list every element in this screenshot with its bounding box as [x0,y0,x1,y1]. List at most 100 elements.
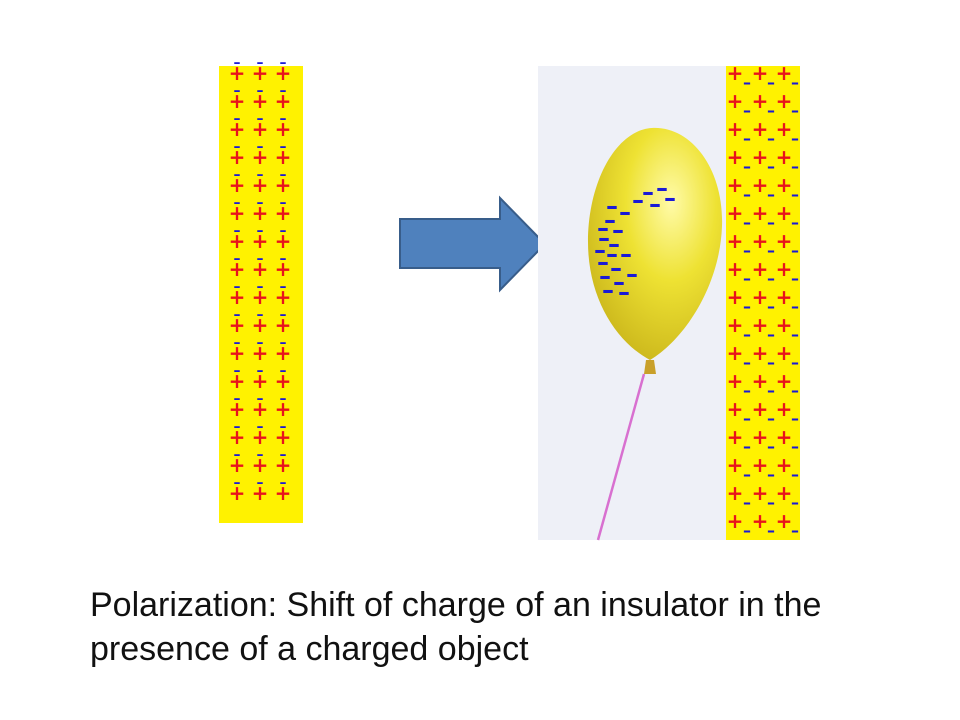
caption-text: Polarization: Shift of charge of an insu… [90,586,822,668]
positive-charge: + [275,397,292,421]
negative-charge: – [791,157,799,176]
positive-charge: + [252,229,269,253]
negative-charge: – [234,307,241,323]
positive-charge: + [275,61,292,85]
negative-charge: – [234,447,241,463]
positive-charge: + [776,201,793,225]
negative-charge: – [791,465,799,484]
negative-charge: – [618,278,630,306]
negative-charge: – [280,335,287,351]
negative-charge: – [791,129,799,148]
positive-charge: + [229,257,246,281]
right-scene: –––––––––––––––––––––– +++–––+++–––+++––… [538,61,800,541]
positive-charge: + [252,145,269,169]
positive-charge: + [275,229,292,253]
negative-charge: – [767,213,775,232]
negative-charge: – [234,223,241,239]
negative-charge: – [604,206,616,234]
negative-charge: – [257,139,264,155]
negative-charge: – [767,129,775,148]
negative-charge: – [767,381,775,400]
negative-charge: – [620,240,632,268]
negative-charge: – [767,409,775,428]
left-strip-charges: +++–––+++–––+++–––+++–––+++–––+++–––+++–… [229,55,292,505]
negative-charge: – [743,241,751,260]
positive-charge: + [776,313,793,337]
negative-charge: – [234,111,241,127]
negative-charge: – [280,251,287,267]
negative-charge: – [234,167,241,183]
positive-charge: + [776,369,793,393]
negative-charge: – [743,101,751,120]
negative-charge: – [234,363,241,379]
positive-charge: + [727,257,744,281]
negative-charge: – [234,335,241,351]
positive-charge: + [275,313,292,337]
negative-charge: – [597,248,609,276]
positive-charge: + [252,397,269,421]
positive-charge: + [229,61,246,85]
negative-charge: – [280,307,287,323]
positive-charge: + [752,61,769,85]
negative-charge: – [743,493,751,512]
positive-charge: + [229,369,246,393]
positive-charge: + [252,369,269,393]
positive-charge: + [229,201,246,225]
balloon-string [596,373,646,541]
positive-charge: + [229,341,246,365]
positive-charge: + [752,257,769,281]
negative-charge: – [606,192,618,220]
positive-charge: + [727,509,744,533]
positive-charge: + [727,313,744,337]
positive-charge: + [752,313,769,337]
negative-charge: – [791,353,799,372]
negative-charge: – [608,230,620,258]
negative-charge: – [791,213,799,232]
negative-charge: – [642,178,654,206]
positive-charge: + [752,509,769,533]
positive-charge: + [275,173,292,197]
negative-charge: – [743,381,751,400]
negative-charge: – [234,251,241,267]
positive-charge: + [275,453,292,477]
negative-charge: – [767,521,775,540]
positive-charge: + [275,201,292,225]
negative-charge: – [234,391,241,407]
negative-charge: – [234,83,241,99]
negative-charge: – [597,214,609,242]
negative-charge: – [234,475,241,491]
negative-charge: – [257,391,264,407]
positive-charge: + [752,453,769,477]
negative-charge: – [257,251,264,267]
left-strip-material [219,66,303,523]
positive-charge: + [776,173,793,197]
positive-charge: + [776,453,793,477]
positive-charge: + [752,341,769,365]
positive-charge: + [275,257,292,281]
positive-charge: + [275,117,292,141]
positive-charge: + [727,229,744,253]
negative-charge: – [234,139,241,155]
positive-charge: + [252,201,269,225]
negative-charge: – [602,276,614,304]
positive-charge: + [252,61,269,85]
positive-charge: + [727,481,744,505]
negative-charge: – [791,521,799,540]
negative-charge: – [257,111,264,127]
negative-charge: – [280,419,287,435]
positive-charge: + [252,481,269,505]
negative-charge: – [743,213,751,232]
negative-charge: – [280,475,287,491]
positive-charge: + [229,229,246,253]
negative-charge: – [767,157,775,176]
negative-charge: – [767,493,775,512]
negative-charge: – [280,167,287,183]
negative-charge: – [743,353,751,372]
negative-charge: – [257,167,264,183]
negative-charge: – [626,260,638,288]
right-strip-charges: +++–––+++–––+++–––+++–––+++–––+++–––+++–… [727,61,799,540]
positive-charge: + [229,285,246,309]
positive-charge: + [752,425,769,449]
negative-charge: – [280,111,287,127]
